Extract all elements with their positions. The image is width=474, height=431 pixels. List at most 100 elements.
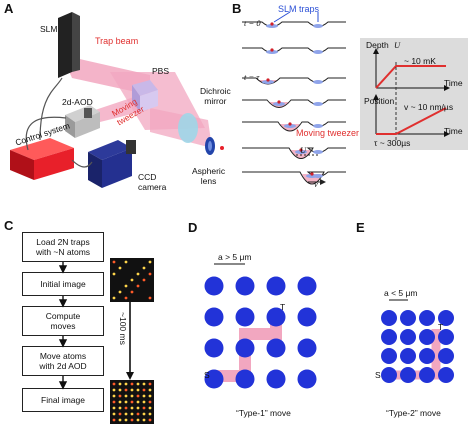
lattice-atom-d xyxy=(297,338,317,358)
flow-step-final-image: Final image xyxy=(22,388,104,412)
lattice-atom-e xyxy=(400,310,416,326)
initial-atom-spot xyxy=(142,278,146,282)
panel-label-b: B xyxy=(232,1,242,16)
tau-value: τ ~ 300µs xyxy=(374,138,411,148)
slm-traps-label: SLM traps xyxy=(278,4,320,14)
slm-label: SLM xyxy=(40,24,58,34)
source-e-label: S xyxy=(375,370,381,380)
dichroic-label: Dichroic mirror xyxy=(200,86,231,106)
final-atom-spot xyxy=(136,412,140,416)
lattice-atom-d xyxy=(204,338,224,358)
atom-population xyxy=(313,102,323,106)
time-axis-2: Time xyxy=(444,126,463,136)
final-atom-spot xyxy=(118,394,122,398)
final-atom-spot xyxy=(130,400,134,404)
time-axis-1: Time xyxy=(444,78,463,88)
atom-population xyxy=(266,24,278,28)
target-e-label: T xyxy=(438,322,444,332)
final-atom-spot xyxy=(142,400,146,404)
initial-atom-spot xyxy=(130,290,134,294)
initial-atom-spot xyxy=(124,296,128,300)
depth-value: ~ 10 mK xyxy=(404,56,436,66)
source-d-label: S xyxy=(204,370,210,380)
lattice-atom-e xyxy=(400,348,416,364)
final-atom-spot xyxy=(142,394,146,398)
initial-atom-spot xyxy=(148,296,152,300)
atom-population xyxy=(266,50,278,54)
lattice-atom-d xyxy=(235,338,255,358)
final-atom-spot xyxy=(148,382,152,386)
trap-beam-label: Trap beam xyxy=(95,36,139,46)
ccd-camera xyxy=(88,140,132,160)
atom-dot xyxy=(288,122,292,126)
final-atom-spot xyxy=(124,412,128,416)
spacing-e-label: a < 5 μm xyxy=(384,288,418,298)
spacing-d-label: a > 5 μm xyxy=(218,252,252,262)
lattice-atom-d xyxy=(235,307,255,327)
atom-population xyxy=(313,174,323,178)
atom-population xyxy=(313,124,323,128)
atom-population xyxy=(284,124,296,128)
ccd-label: CCD camera xyxy=(138,172,167,192)
final-atom-spot xyxy=(148,412,152,416)
aod-label: 2d-AOD xyxy=(62,97,93,107)
final-atom-spot xyxy=(124,400,128,404)
initial-atom-spot xyxy=(112,272,116,276)
atom-population xyxy=(262,80,274,84)
final-atom-spot xyxy=(118,418,122,422)
final-atom-spot xyxy=(112,394,116,398)
caption-e: “Type-2” move xyxy=(386,408,441,418)
lattice-atom-e xyxy=(419,367,435,383)
final-atom-spot xyxy=(118,388,122,392)
initial-atom-spot xyxy=(136,272,140,276)
final-atom-spot xyxy=(124,394,128,398)
ttau-label: t = τ xyxy=(244,72,260,82)
lattice-atom-e xyxy=(381,329,397,345)
final-atom-spot xyxy=(148,400,152,404)
u-depth-label: U xyxy=(300,145,307,155)
cable xyxy=(25,116,67,151)
final-atom-spot xyxy=(148,388,152,392)
moving-tweezer-b-label: Moving tweezer xyxy=(296,128,360,138)
depth-ramp xyxy=(375,65,446,89)
depth-axis-label: Depth xyxy=(366,40,389,50)
lattice-atom-e xyxy=(381,310,397,326)
initial-atom-spot xyxy=(136,284,140,288)
initial-atom-spot xyxy=(124,260,128,264)
final-atom-spot xyxy=(142,382,146,386)
atom-population xyxy=(313,50,323,54)
t0-label: t = 0 xyxy=(244,18,261,28)
aspheric-label: Aspheric lens xyxy=(192,166,226,186)
panel-label-d: D xyxy=(188,220,198,235)
initial-atom-spot xyxy=(118,290,122,294)
target-d-label: T xyxy=(280,302,286,312)
final-atom-spot xyxy=(136,418,140,422)
lattice-atom-d xyxy=(297,307,317,327)
pbs-cube xyxy=(132,80,158,96)
dichroic-mirror xyxy=(178,113,198,143)
panel-label-c: C xyxy=(4,218,14,233)
final-atom-spot xyxy=(112,412,116,416)
atom-dot xyxy=(266,78,270,82)
final-atom-spot xyxy=(148,418,152,422)
final-atom-spot xyxy=(136,406,140,410)
lattice-atom-d xyxy=(204,369,224,389)
atom-population xyxy=(313,80,323,84)
potential-curve xyxy=(242,99,346,108)
potential-curve xyxy=(242,121,346,132)
final-atom-spot xyxy=(142,388,146,392)
flow-step-load: Load 2N traps with ~N atoms xyxy=(22,232,104,262)
final-atom-spot xyxy=(136,400,140,404)
final-atom-spot xyxy=(112,406,116,410)
final-atom-spot xyxy=(136,394,140,398)
final-atom-spot xyxy=(112,388,116,392)
atom-population xyxy=(313,150,323,154)
ramp-inset xyxy=(360,38,468,150)
final-atom-spot xyxy=(112,382,116,386)
v-velocity-label: v xyxy=(314,179,318,189)
final-atom-spot xyxy=(118,406,122,410)
